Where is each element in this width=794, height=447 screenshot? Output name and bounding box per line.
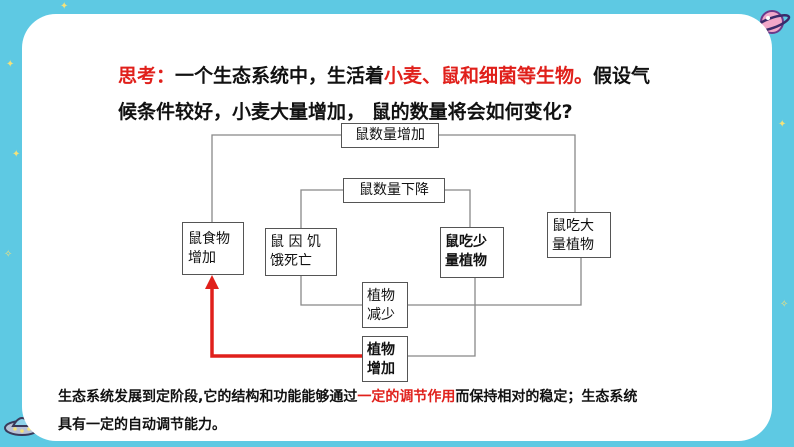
connector-line (439, 134, 576, 212)
node-label-line-1: 植物 (367, 288, 395, 304)
node-label-line-2: 增加 (188, 250, 216, 266)
star-icon: ✧ (780, 299, 789, 310)
question-text-end: 假设气 (593, 65, 651, 87)
conclusion-text-end: 而保持相对的稳定；生态系统 (455, 389, 638, 405)
connector-line (445, 189, 471, 227)
star-icon: ✦ (60, 1, 69, 12)
conclusion-highlight: 一定的调节作用 (357, 389, 456, 405)
star-icon: ✦ (12, 149, 21, 160)
node-label-line-2: 量植物 (445, 253, 487, 269)
node-label-line-1: 鼠食物 (188, 231, 230, 247)
node-label-line-1: 鼠吃大 (552, 218, 594, 234)
node-label: 鼠数量下降 (359, 182, 429, 198)
conclusion-line-1: 生态系统发展到定阶段,它的结构和功能能够通过一定的调节作用而保持相对的稳定；生态… (58, 386, 778, 406)
node-label-line-2: 增加 (367, 361, 395, 377)
node-plant-decrease: 植物 减少 (362, 282, 408, 328)
connector-line (300, 189, 343, 228)
question-line-2: 候条件较好，小麦大量增加， 鼠的数量将会如何变化? (118, 97, 738, 124)
conclusion-line-2: 具有一定的自动调节能力。 (58, 414, 778, 434)
node-label-line-2: 量植物 (552, 237, 594, 253)
node-rat-decrease: 鼠数量下降 (343, 178, 445, 203)
node-label: 鼠数量增加 (355, 127, 425, 143)
feedback-arrow-head (205, 275, 219, 289)
node-rat-eat-more: 鼠吃大 量植物 (547, 212, 611, 258)
node-label-line-1: 植物 (367, 342, 395, 358)
question-text: 一个生态系统中，生活着 (175, 65, 385, 87)
node-label-line-1: 鼠吃少 (445, 234, 487, 250)
question-highlight: 小麦、鼠和细菌等生物。 (384, 65, 594, 87)
node-rat-food-increase: 鼠食物 增加 (182, 222, 244, 275)
star-icon: ✦ (6, 59, 15, 70)
question-label: 思考： (118, 65, 176, 87)
star-icon: ✦ (778, 119, 787, 130)
question-text-line-2: 候条件较好，小麦大量增加， 鼠的数量将会如何变化? (118, 101, 573, 123)
node-label-line-2: 减少 (367, 307, 395, 323)
question-line-1: 思考：一个生态系统中，生活着小麦、鼠和细菌等生物。假设气 (118, 61, 738, 88)
node-plant-increase: 植物 增加 (362, 336, 408, 382)
node-rat-increase: 鼠数量增加 (341, 123, 439, 148)
node-rat-starve: 鼠 因 饥 饿死亡 (265, 228, 337, 276)
node-label-line-2: 饿死亡 (270, 253, 312, 269)
connector-line (300, 276, 362, 306)
node-label-line-1: 鼠 因 饥 (270, 234, 321, 250)
star-icon: ✧ (4, 249, 13, 260)
feedback-arrow-line (210, 286, 362, 358)
connector-line (408, 278, 476, 357)
connector-line (211, 134, 341, 222)
conclusion-text: 生态系统发展到定阶段,它的结构和功能能够通过 (58, 389, 358, 405)
node-rat-eat-less: 鼠吃少 量植物 (440, 227, 504, 278)
conclusion-text-line-2: 具有一定的自动调节能力。 (58, 417, 226, 433)
connector-line (408, 258, 582, 306)
